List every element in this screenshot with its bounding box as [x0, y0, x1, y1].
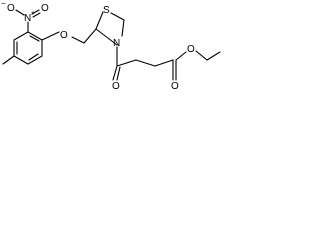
nitro-plus-label: +	[31, 10, 35, 17]
ester-carbonyl-o-label: O	[171, 81, 179, 92]
ring-s-label: S	[103, 5, 110, 16]
butanoate-chain: O O O	[112, 44, 221, 92]
methyl-bond	[2, 55, 15, 65]
molecule-diagram: N + O − O O S N O O O	[0, 0, 222, 102]
ether-o-label: O	[60, 30, 68, 41]
ester-o-label: O	[187, 44, 195, 55]
minus-sign-label: −	[1, 0, 6, 8]
amide-o-label: O	[112, 81, 120, 92]
ether-linkage: O	[41, 28, 97, 44]
nitro-o-minus-label: O	[7, 3, 15, 14]
benzene-ring	[13, 31, 43, 65]
structure-svg: N + O − O O S N O O O	[1, 0, 221, 92]
thiazolidine-ring: S N	[95, 5, 125, 49]
nitro-n-label: N	[24, 13, 31, 24]
nitro-o-label: O	[41, 3, 49, 14]
nitro-group: N + O − O	[1, 0, 49, 33]
ring-n-label: N	[113, 38, 120, 49]
